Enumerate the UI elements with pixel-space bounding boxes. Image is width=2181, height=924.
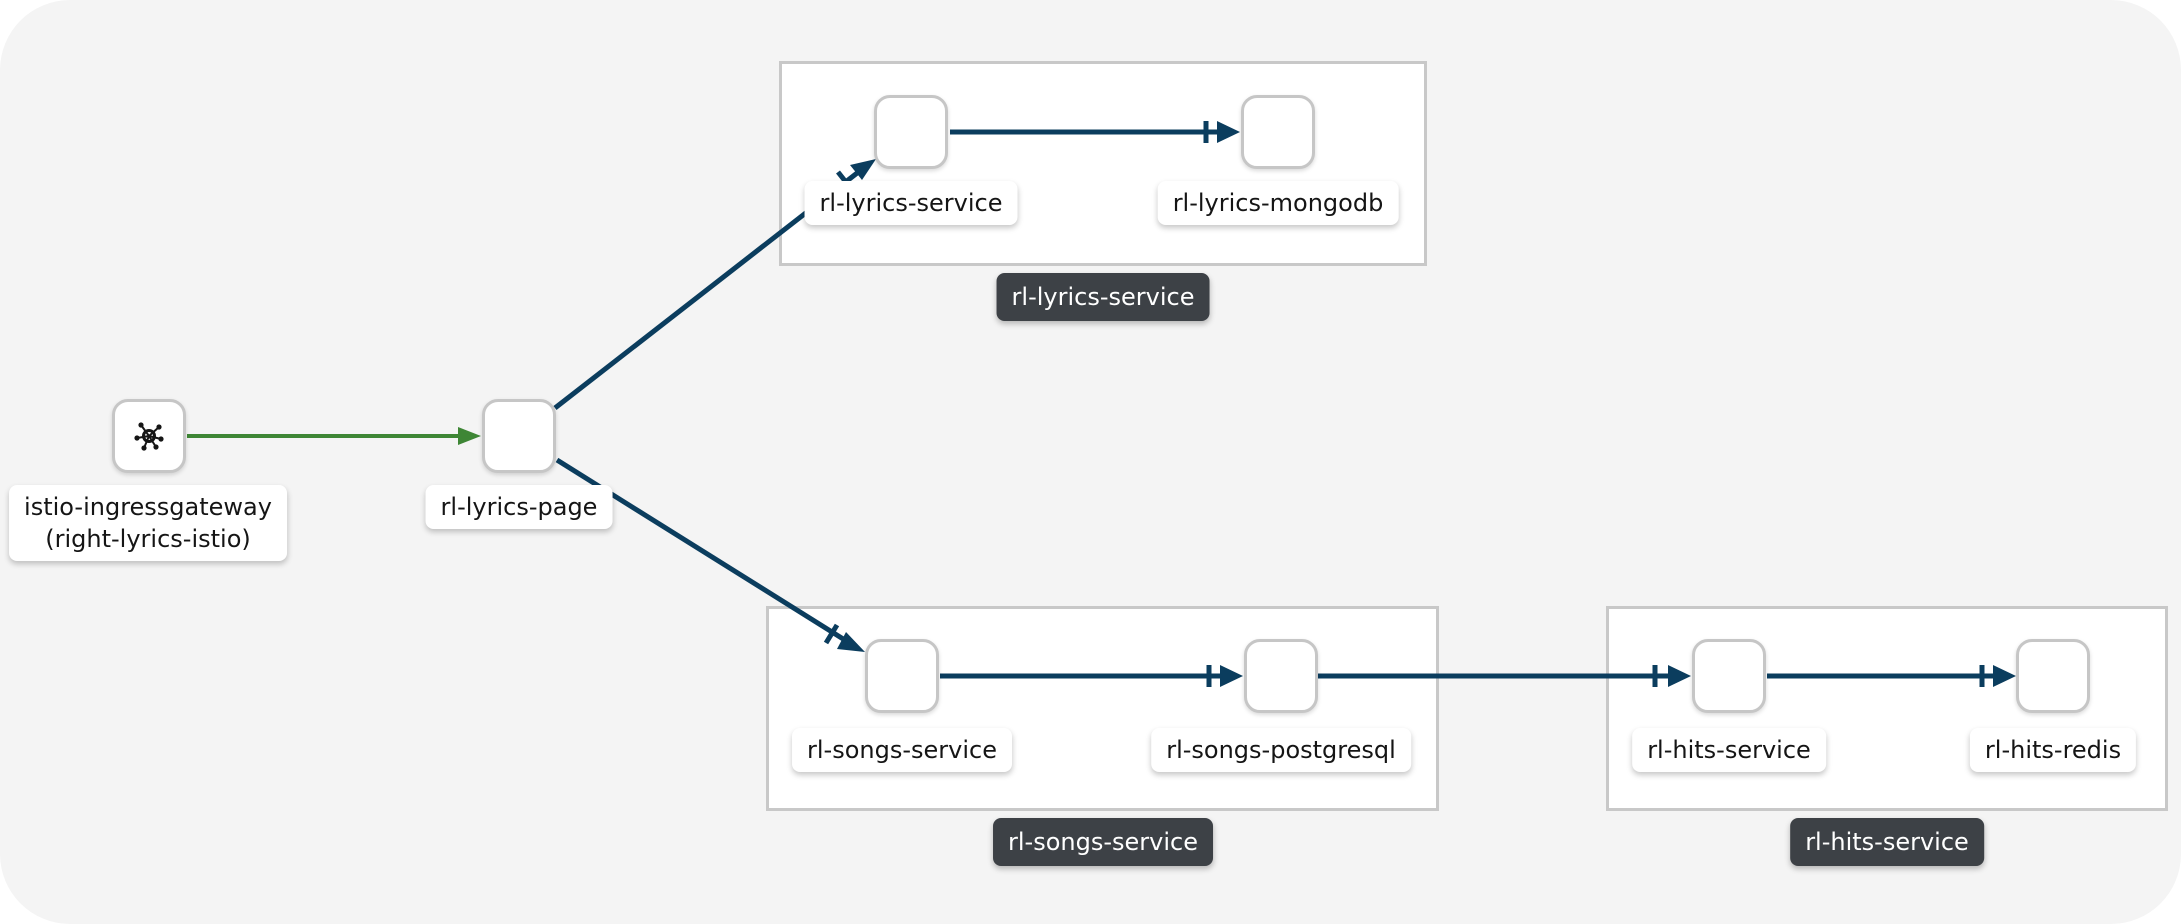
edge-hits-service-to-redis[interactable] [1767,665,2016,687]
arrowhead-icon [1217,121,1240,143]
node-rl-lyrics-service[interactable] [874,95,948,169]
tls-mark [823,623,840,645]
node-rl-songs-postgresql[interactable] [1244,639,1318,713]
node-label-rl-lyrics-page: rl-lyrics-page [425,485,613,529]
group-label-rl-hits-service: rl-hits-service [1790,818,1984,866]
edge-songs-service-to-postgresql[interactable] [940,665,1243,687]
node-label-rl-lyrics-mongodb: rl-lyrics-mongodb [1157,181,1399,225]
node-rl-songs-service[interactable] [865,639,939,713]
group-label-rl-lyrics-service: rl-lyrics-service [996,273,1210,321]
arrowhead-icon [1668,665,1691,687]
edge-lyrics-service-to-mongodb[interactable] [950,121,1240,143]
node-label-rl-songs-service: rl-songs-service [792,728,1012,772]
node-rl-lyrics-mongodb[interactable] [1241,95,1315,169]
node-label-line-1: istio-ingressgateway [24,493,272,521]
node-label-rl-lyrics-service: rl-lyrics-service [804,181,1018,225]
arrowhead-icon [1993,665,2016,687]
node-rl-lyrics-page[interactable] [482,399,556,473]
arrowhead-icon [837,632,865,652]
arrowhead-icon [1220,665,1243,687]
edge-ingress-to-lyrics-page[interactable] [187,427,481,445]
arrowhead-icon [850,159,876,180]
node-label-rl-songs-postgresql: rl-songs-postgresql [1151,728,1411,772]
edge-postgresql-to-hits-service[interactable] [1318,665,1691,687]
arrowhead-icon [458,427,481,445]
node-rl-hits-service[interactable] [1692,639,1766,713]
group-label-rl-songs-service: rl-songs-service [993,818,1213,866]
gateway-icon [134,422,164,451]
node-label-rl-hits-redis: rl-hits-redis [1969,728,2137,772]
node-label-rl-hits-service: rl-hits-service [1632,728,1826,772]
node-istio-ingressgateway[interactable] [112,399,186,473]
node-rl-hits-redis[interactable] [2016,639,2090,713]
node-label-line-2: (right-lyrics-istio) [45,525,251,553]
node-label-istio-ingressgateway: istio-ingressgateway (right-lyrics-istio… [9,485,287,561]
